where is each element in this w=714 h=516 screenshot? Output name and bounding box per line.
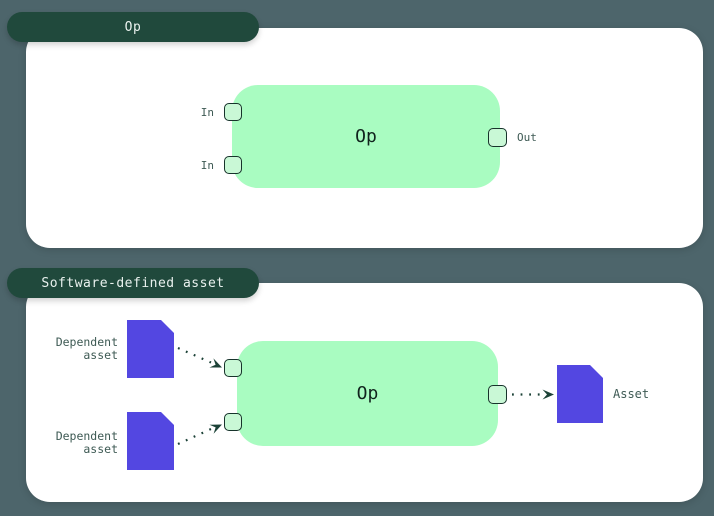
sda-tab-title: Software-defined asset bbox=[7, 268, 259, 298]
input-port bbox=[224, 413, 242, 431]
input-port bbox=[224, 103, 242, 121]
asset-document-icon bbox=[557, 365, 603, 423]
dependent-asset-document-icon bbox=[127, 320, 174, 378]
output-port bbox=[488, 385, 507, 404]
output-port-label: Out bbox=[517, 131, 537, 144]
dependent-asset-label: Dependent asset bbox=[55, 335, 118, 362]
op-tab-title: Op bbox=[7, 12, 259, 42]
input-port bbox=[224, 156, 242, 174]
output-port bbox=[488, 128, 507, 147]
dependent-asset-label: Dependent asset bbox=[55, 429, 118, 456]
op-node-label: Op bbox=[356, 383, 379, 404]
input-port-label: In bbox=[200, 159, 214, 172]
op-node: Op bbox=[237, 341, 498, 446]
op-node-label: Op bbox=[355, 126, 377, 147]
input-port bbox=[224, 359, 242, 377]
input-port-label: In bbox=[200, 106, 214, 119]
asset-label: Asset bbox=[613, 387, 650, 401]
dependent-asset-document-icon bbox=[127, 412, 174, 470]
op-node: Op bbox=[232, 85, 500, 188]
